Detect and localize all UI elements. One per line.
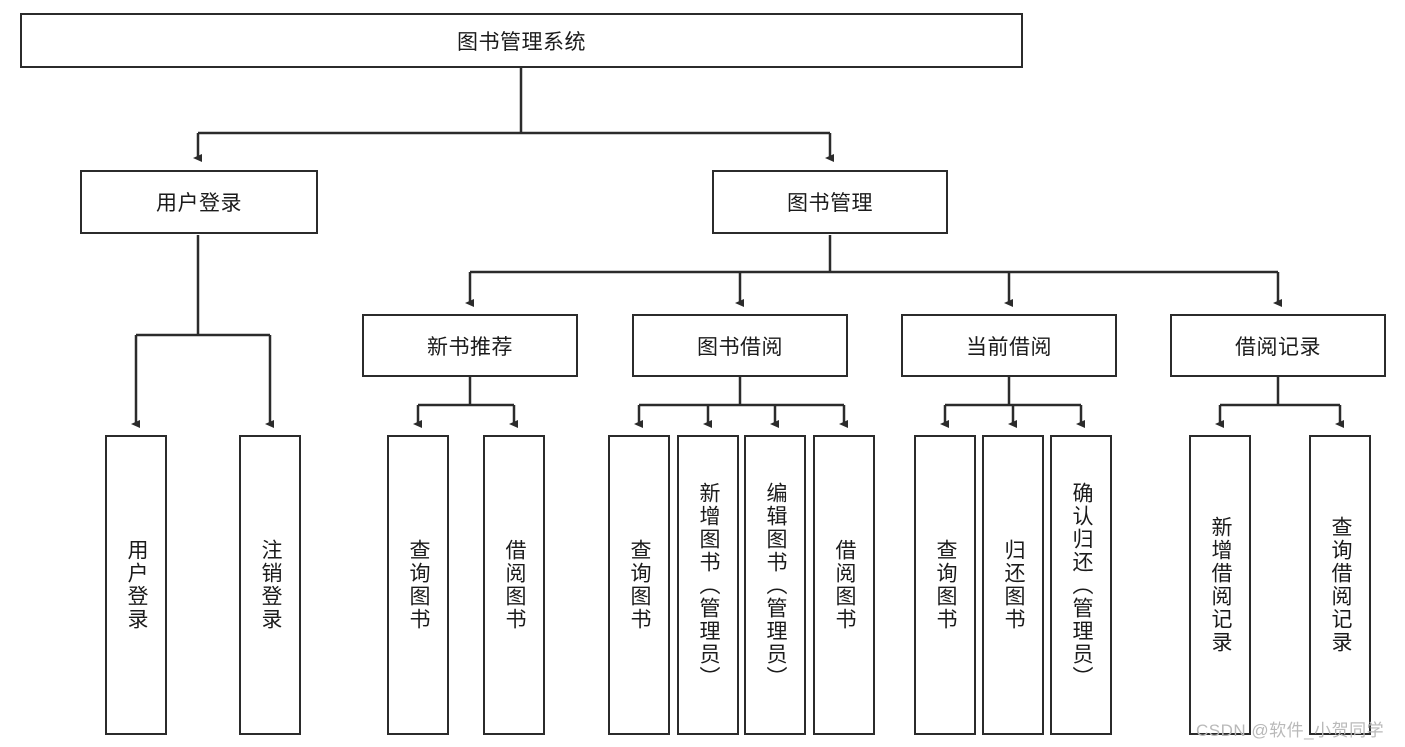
leaf-query-book-recommend[interactable]: 查询图书 [387,435,449,735]
csdn-watermark: CSDN @软件_小贺同学 [1196,716,1384,741]
leaf-query-book-current[interactable]: 查询图书 [914,435,976,735]
leaf-add-borrow-record[interactable]: 新增借阅记录 [1189,435,1251,735]
node-label: 确认归还（管理员） [1070,481,1094,689]
node-label: 借阅图书 [503,539,527,631]
node-book-management-system[interactable]: 图书管理系统 [20,13,1023,68]
watermark-text: CSDN @软件_小贺同学 [1196,721,1385,740]
node-label: 借阅图书 [833,539,857,631]
leaf-add-book-admin[interactable]: 新增图书（管理员） [677,435,739,735]
node-label: 用户登录 [156,192,242,215]
node-label: 新增借阅记录 [1209,516,1233,654]
leaf-confirm-return-admin[interactable]: 确认归还（管理员） [1050,435,1112,735]
node-label: 查询图书 [934,539,958,631]
node-label: 注销登录 [259,539,283,631]
node-label: 新增图书（管理员） [697,481,721,689]
node-book-borrow[interactable]: 图书借阅 [632,314,848,377]
node-book-management[interactable]: 图书管理 [712,170,948,234]
leaf-borrow-book-recommend[interactable]: 借阅图书 [483,435,545,735]
leaf-query-book-borrow[interactable]: 查询图书 [608,435,670,735]
node-current-borrow[interactable]: 当前借阅 [901,314,1117,377]
node-label: 用户登录 [125,539,149,631]
node-label: 图书管理系统 [457,30,586,54]
node-label: 归还图书 [1002,539,1026,631]
node-label: 查询借阅记录 [1329,516,1353,654]
leaf-borrow-book-borrow[interactable]: 借阅图书 [813,435,875,735]
node-user-login[interactable]: 用户登录 [80,170,318,234]
leaf-edit-book-admin[interactable]: 编辑图书（管理员） [744,435,806,735]
node-label: 编辑图书（管理员） [764,481,788,689]
node-new-book-recommend[interactable]: 新书推荐 [362,314,578,377]
node-label: 借阅记录 [1235,335,1321,359]
node-label: 图书管理 [787,192,873,215]
node-label: 当前借阅 [966,335,1052,359]
node-label: 查询图书 [407,539,431,631]
node-label: 新书推荐 [427,335,513,359]
node-borrow-record[interactable]: 借阅记录 [1170,314,1386,377]
node-label: 查询图书 [628,539,652,631]
leaf-query-borrow-record[interactable]: 查询借阅记录 [1309,435,1371,735]
leaf-user-login[interactable]: 用户登录 [105,435,167,735]
leaf-return-book[interactable]: 归还图书 [982,435,1044,735]
node-label: 图书借阅 [697,335,783,359]
leaf-user-logout[interactable]: 注销登录 [239,435,301,735]
